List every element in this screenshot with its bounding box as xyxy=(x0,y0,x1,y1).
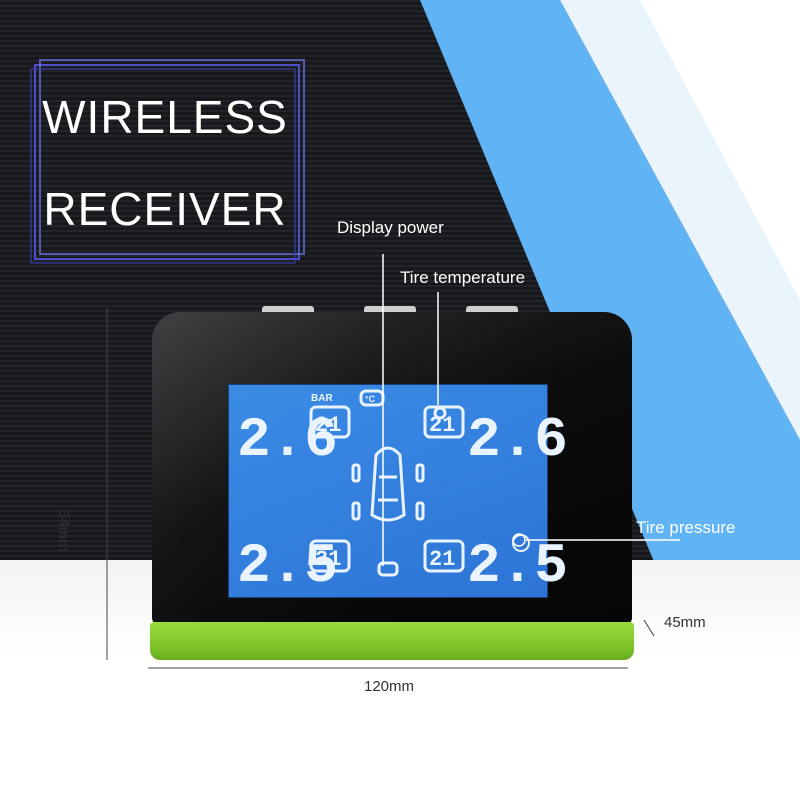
dimension-height: 34mm xyxy=(55,510,72,552)
temp-box-rr xyxy=(423,539,465,573)
temp-unit: °C xyxy=(365,394,376,404)
tpms-receiver: 2.6 2.6 2.5 2.5 21 21 21 21 BAR °C xyxy=(150,306,634,662)
temp-box-fl xyxy=(309,405,351,439)
unit-label: BAR xyxy=(311,393,333,404)
title-line-2: RECEIVER xyxy=(43,183,287,235)
temp-rear-right: 21 xyxy=(429,547,455,572)
temp-rear-left: 21 xyxy=(315,547,341,572)
dimension-depth: 45mm xyxy=(664,614,706,631)
callout-tire-temperature: Tire temperature xyxy=(400,268,526,287)
title-banner: WIRELESS RECEIVER xyxy=(30,59,305,264)
callout-display-power: Display power xyxy=(337,218,444,237)
sensor-icon xyxy=(433,406,447,420)
lcd-graphics: 2.6 2.6 2.5 2.5 21 21 21 21 BAR °C xyxy=(237,389,568,598)
pressure-front-left: 2.6 xyxy=(237,408,338,472)
dimension-width: 120mm xyxy=(364,678,415,695)
button-2[interactable] xyxy=(364,306,416,316)
title-line-1: WIRELESS xyxy=(42,91,288,143)
temp-front-left: 21 xyxy=(315,413,341,438)
button-3[interactable] xyxy=(466,306,518,316)
car-icon xyxy=(351,446,425,522)
pressure-front-right: 2.6 xyxy=(467,408,568,472)
pressure-rear-left: 2.5 xyxy=(237,534,338,598)
temp-front-right: 21 xyxy=(429,413,455,438)
battery-icon xyxy=(377,561,399,577)
callout-tire-pressure: Tire pressure xyxy=(636,518,736,537)
button-1[interactable] xyxy=(262,306,314,316)
temp-box-fr xyxy=(423,405,465,439)
green-base xyxy=(150,622,634,660)
lcd-screen: 2.6 2.6 2.5 2.5 21 21 21 21 BAR °C xyxy=(228,384,568,598)
pressure-rear-right: 2.5 xyxy=(467,534,568,598)
temp-box-rl xyxy=(309,539,351,573)
